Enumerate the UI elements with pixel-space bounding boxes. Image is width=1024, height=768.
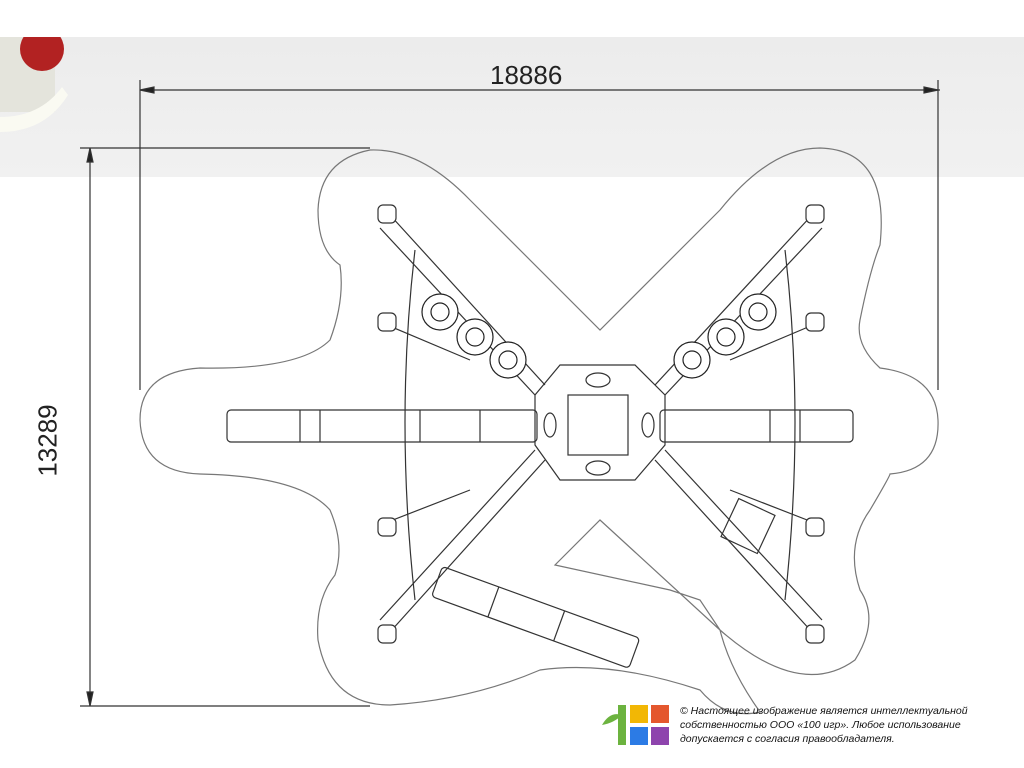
height-dimension-line	[80, 147, 370, 707]
width-dimension-label: 18886	[490, 60, 563, 90]
copyright-footer: © Настоящее изображение является интелле…	[600, 703, 968, 747]
footings	[377, 204, 825, 644]
background-photo-band	[0, 37, 1024, 177]
central-tower	[534, 364, 666, 481]
copyright-line-3: допускается с согласия правообладателя.	[680, 733, 895, 745]
copyright-text: © Настоящее изображение является интелле…	[680, 704, 968, 746]
copyright-line-2: собственностью ООО «100 игр». Любое испо…	[680, 719, 961, 731]
width-dimension-line	[139, 80, 940, 390]
safety-zone-outline	[139, 147, 939, 715]
diagonal-tube-slide	[432, 566, 640, 668]
height-dimension-label: 13289	[32, 404, 63, 477]
road-sign-fragment	[0, 37, 68, 132]
horizontal-tube-slide	[226, 409, 854, 443]
copyright-line-1: © Настоящее изображение является интелле…	[680, 705, 968, 717]
100-igr-logo	[602, 705, 669, 745]
climbing-nets	[421, 293, 777, 379]
structure-arms	[379, 214, 823, 633]
